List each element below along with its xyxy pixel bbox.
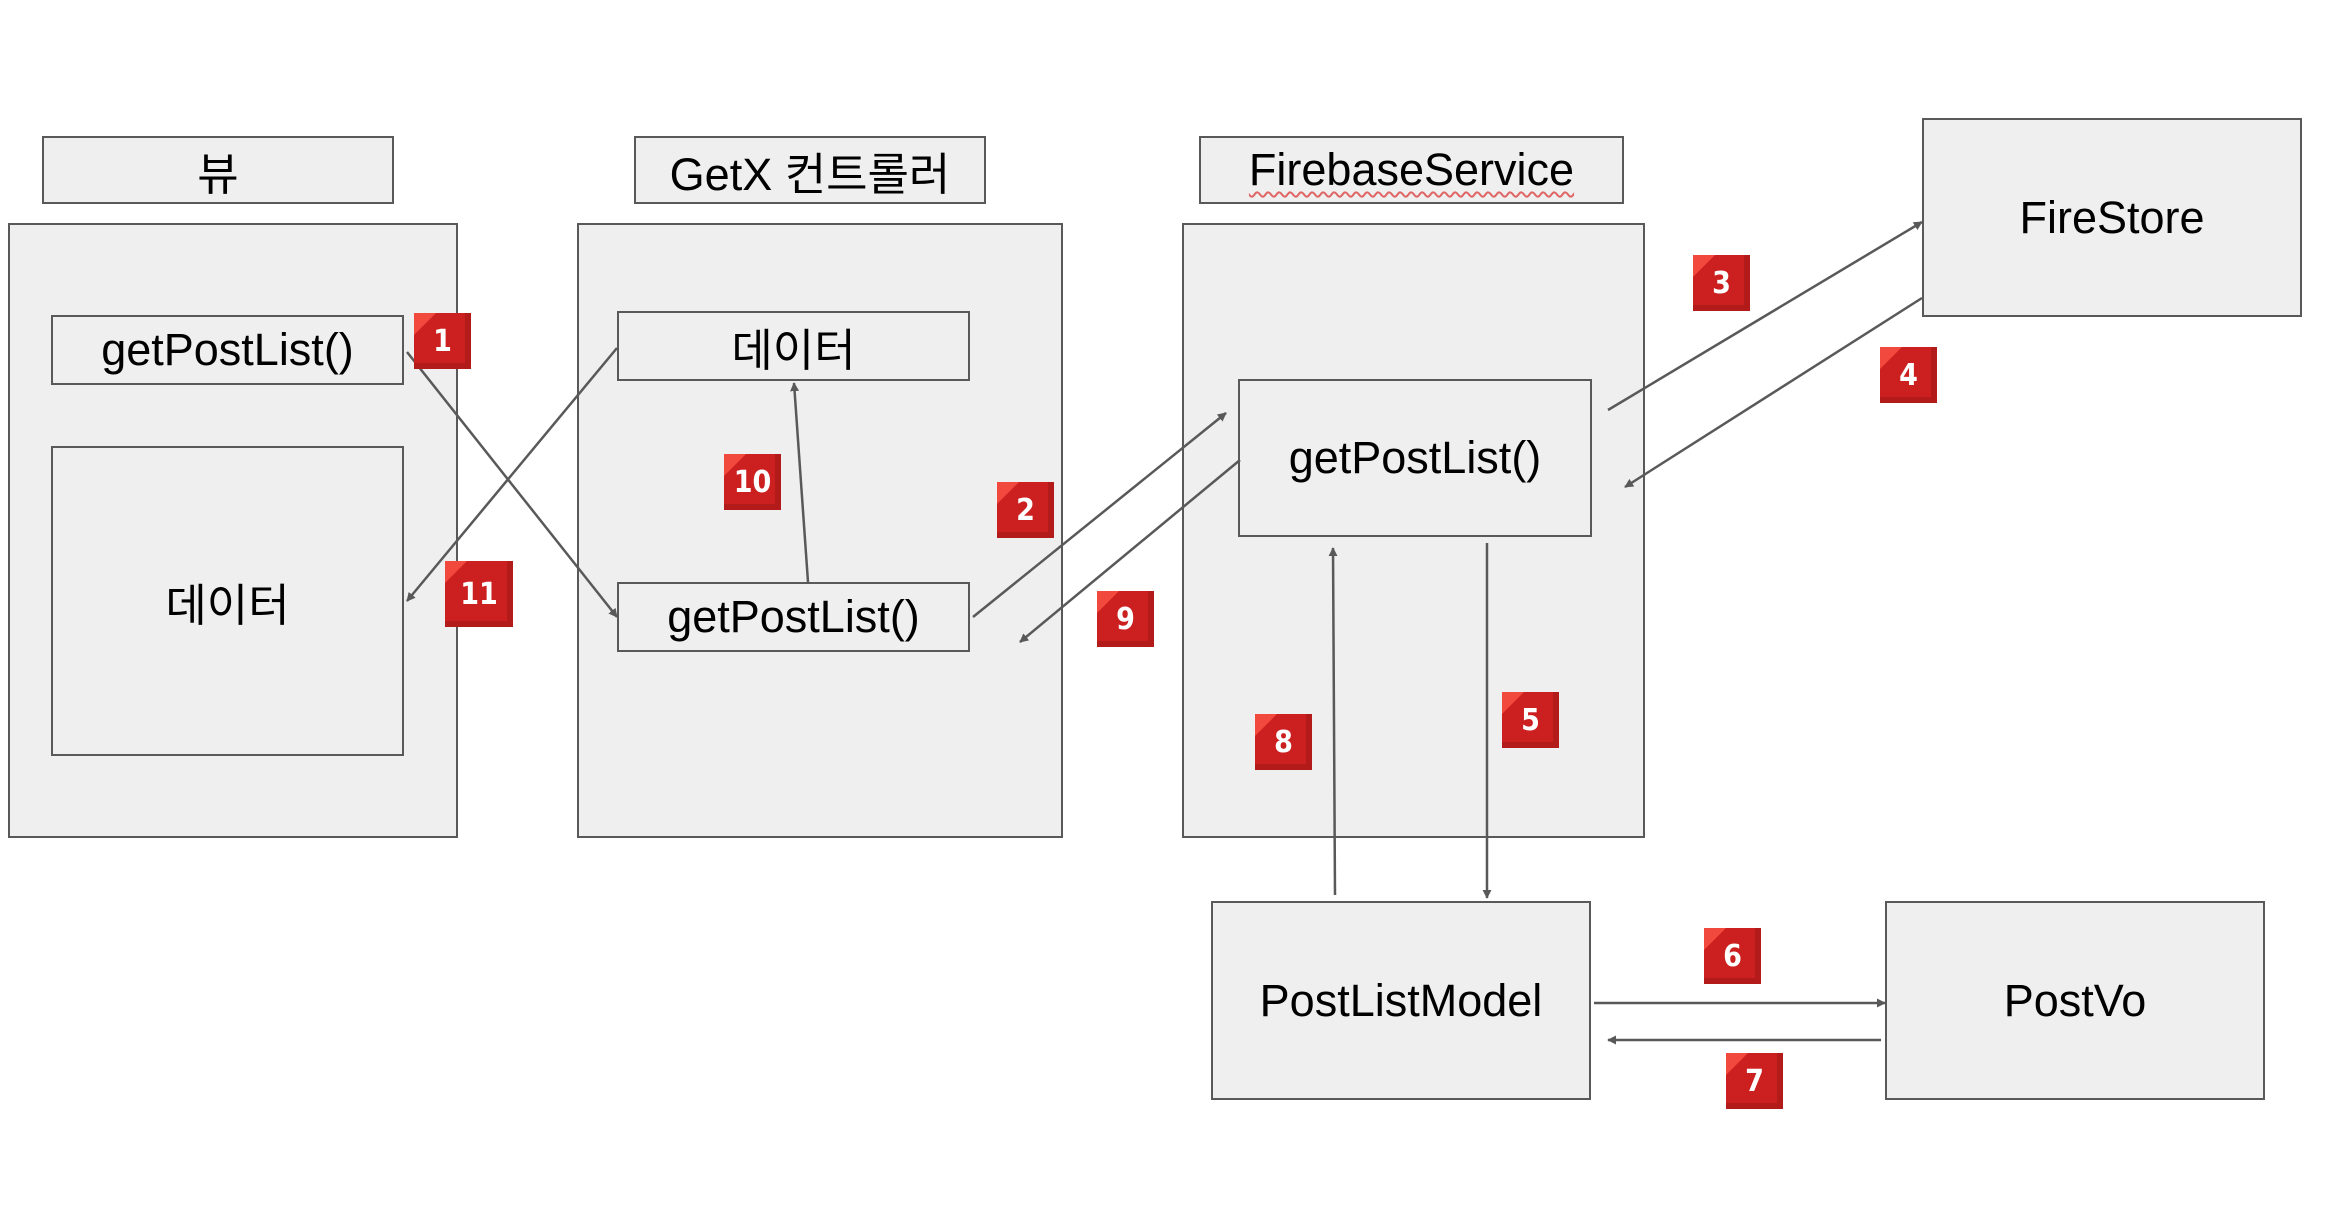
controller-header-label: GetX 컨트롤러 (669, 148, 951, 200)
step-number: 1 (433, 323, 452, 359)
step-number: 6 (1723, 938, 1742, 974)
arrow-step-1 (406, 351, 618, 618)
step-badge-7: 7 (1726, 1053, 1783, 1109)
view-header: 뷰 (42, 136, 394, 204)
step-number: 3 (1712, 265, 1731, 301)
step-number: 9 (1116, 601, 1135, 637)
service-header-label: FirebaseService (1248, 144, 1575, 195)
step-number: 2 (1016, 492, 1035, 528)
service-getpostlist-box: getPostList() (1238, 379, 1592, 537)
arrow-step-10 (790, 382, 810, 583)
step-number: 8 (1274, 724, 1293, 760)
step-number: 7 (1745, 1063, 1764, 1099)
step-badge-10: 10 (724, 454, 781, 510)
arrow-step-4 (1624, 296, 1923, 489)
step-badge-8: 8 (1255, 714, 1312, 770)
step-number: 5 (1521, 702, 1540, 738)
step-badge-4: 4 (1880, 347, 1937, 403)
controller-data-box: 데이터 (617, 311, 970, 381)
view-data-label: 데이터 (165, 579, 290, 631)
step-badge-5: 5 (1502, 692, 1559, 748)
controller-data-label: 데이터 (731, 324, 856, 376)
firestore-box: FireStore (1922, 118, 2302, 317)
service-header: FirebaseService (1199, 136, 1624, 204)
step-badge-1: 1 (414, 313, 471, 369)
postlistmodel-label: PostListModel (1259, 974, 1543, 1026)
view-getpostlist-box: getPostList() (51, 315, 404, 385)
step-number: 4 (1899, 357, 1918, 393)
controller-getpostlist-box: getPostList() (617, 582, 970, 652)
arrow-step-8 (1328, 547, 1338, 896)
firestore-label: FireStore (2019, 191, 2205, 243)
postvo-box: PostVo (1885, 901, 2265, 1100)
postlistmodel-box: PostListModel (1211, 901, 1591, 1100)
postvo-label: PostVo (2003, 974, 2147, 1026)
arrow-step-2 (972, 412, 1227, 618)
step-number: 10 (733, 464, 772, 500)
step-number: 11 (460, 576, 498, 612)
service-getpostlist-label: getPostList() (1288, 432, 1542, 483)
controller-getpostlist-label: getPostList() (667, 591, 920, 642)
step-badge-2: 2 (997, 482, 1054, 538)
arrow-step-3 (1607, 220, 1923, 412)
step-badge-9: 9 (1097, 591, 1154, 647)
view-getpostlist-label: getPostList() (101, 324, 354, 375)
arrow-step-9 (1019, 459, 1241, 643)
step-badge-3: 3 (1693, 255, 1750, 311)
view-data-box: 데이터 (51, 446, 404, 756)
step-badge-11: 11 (445, 561, 513, 627)
step-badge-6: 6 (1704, 928, 1761, 984)
controller-header: GetX 컨트롤러 (634, 136, 986, 204)
arrow-step-11 (406, 347, 618, 602)
view-header-label: 뷰 (197, 148, 239, 200)
